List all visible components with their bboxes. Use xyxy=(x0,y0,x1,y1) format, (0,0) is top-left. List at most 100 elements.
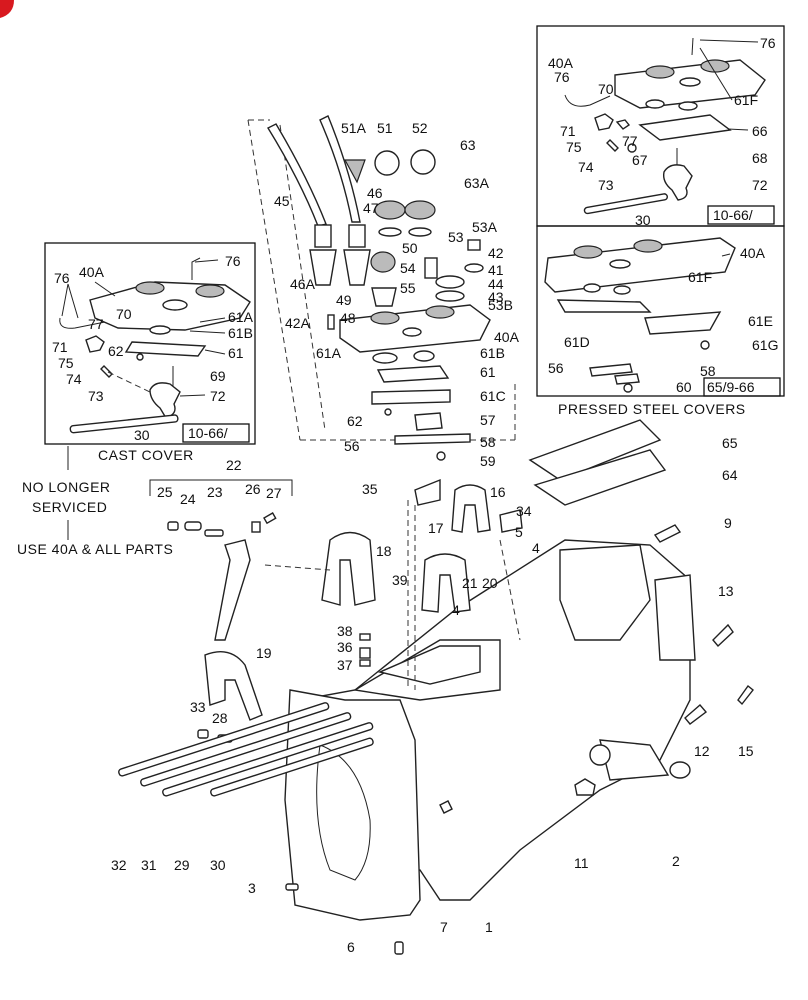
part-label-63: 63 xyxy=(460,137,476,153)
part-label-r77: 77 xyxy=(622,133,638,149)
part-label-1: 1 xyxy=(485,919,493,935)
part-label-56: 56 xyxy=(344,438,360,454)
part-label-l73: 73 xyxy=(88,388,104,404)
transmission-housing xyxy=(118,419,754,955)
part-label-l72: 72 xyxy=(210,388,226,404)
date-box-left xyxy=(182,423,250,443)
corner-badge xyxy=(0,0,14,18)
part-label-r75: 75 xyxy=(566,139,582,155)
part-label-l71: 71 xyxy=(52,339,68,355)
part-label-50: 50 xyxy=(402,240,418,256)
part-label-30: 30 xyxy=(210,857,226,873)
part-label-p61g: 61G xyxy=(752,337,778,353)
part-label-5: 5 xyxy=(515,524,523,540)
part-label-3: 3 xyxy=(248,880,256,896)
part-label-65: 65 xyxy=(722,435,738,451)
part-label-r61f: 61F xyxy=(734,92,758,108)
part-label-9: 9 xyxy=(724,515,732,531)
part-label-l75: 75 xyxy=(58,355,74,371)
part-label-r40a: 40A xyxy=(548,55,574,71)
part-label-51a: 51A xyxy=(341,120,367,136)
part-label-27: 27 xyxy=(266,485,282,501)
part-label-51: 51 xyxy=(377,120,393,136)
part-label-37: 37 xyxy=(337,657,353,673)
part-label-p61d: 61D xyxy=(564,334,590,350)
part-label-r72: 72 xyxy=(752,177,768,193)
pressed-steel-inset-bottom xyxy=(536,225,785,397)
part-label-16: 16 xyxy=(490,484,506,500)
part-label-62: 62 xyxy=(347,413,363,429)
part-label-54: 54 xyxy=(400,260,416,276)
part-label-53: 53 xyxy=(448,229,464,245)
part-label-42: 42 xyxy=(488,245,504,261)
part-label-4a: 4 xyxy=(452,602,460,618)
part-label-28: 28 xyxy=(212,710,228,726)
part-label-p61e: 61E xyxy=(748,313,773,329)
part-label-l76b: 76 xyxy=(225,253,241,269)
cast-cover-inset xyxy=(44,242,256,445)
part-label-r67: 67 xyxy=(632,152,648,168)
part-label-26: 26 xyxy=(245,481,261,497)
part-label-38: 38 xyxy=(337,623,353,639)
part-label-11: 11 xyxy=(574,855,589,871)
part-label-r68: 68 xyxy=(752,150,768,166)
caption-pressed-steel-covers: PRESSED STEEL COVERS xyxy=(558,401,746,417)
part-label-7: 7 xyxy=(440,919,448,935)
part-label-48: 48 xyxy=(340,310,356,326)
part-label-r73: 73 xyxy=(598,177,614,193)
part-label-l40a: 40A xyxy=(79,264,105,280)
part-label-17: 17 xyxy=(428,520,444,536)
part-label-r70: 70 xyxy=(598,81,614,97)
part-label-33: 33 xyxy=(190,699,206,715)
part-label-6: 6 xyxy=(347,939,355,955)
part-label-18: 18 xyxy=(376,543,392,559)
part-label-l74: 74 xyxy=(66,371,82,387)
part-label-46a: 46A xyxy=(290,276,316,292)
part-label-25: 25 xyxy=(157,484,173,500)
part-label-12: 12 xyxy=(694,743,710,759)
part-label-p60: 60 xyxy=(676,379,692,395)
part-label-61: 61 xyxy=(480,364,496,380)
part-label-4b: 4 xyxy=(532,540,540,556)
part-label-22: 22 xyxy=(226,457,242,473)
part-label-19: 19 xyxy=(256,645,272,661)
part-label-p56: 56 xyxy=(548,360,564,376)
part-label-p58: 58 xyxy=(700,363,716,379)
part-label-53a: 53A xyxy=(472,219,498,235)
part-label-32: 32 xyxy=(111,857,127,873)
part-label-59: 59 xyxy=(480,453,496,469)
part-label-44: 44 xyxy=(488,276,504,292)
part-label-l77: 77 xyxy=(88,316,104,332)
pressed-steel-inset-top xyxy=(536,25,785,227)
part-label-2: 2 xyxy=(672,853,680,869)
part-label-41: 41 xyxy=(488,262,504,278)
part-label-p61f: 61F xyxy=(688,269,712,285)
part-label-45: 45 xyxy=(274,193,290,209)
part-label-35: 35 xyxy=(362,481,378,497)
part-label-47: 47 xyxy=(363,200,379,216)
date-right-top: 10-66/ xyxy=(713,207,753,223)
part-label-l61: 61 xyxy=(228,345,244,361)
caption-no-longer: NO LONGER xyxy=(22,479,111,495)
part-label-39: 39 xyxy=(392,572,408,588)
part-label-46: 46 xyxy=(367,185,383,201)
part-label-r71: 71 xyxy=(560,123,576,139)
date-box-right-bottom xyxy=(703,377,781,397)
shift-lever-assembly xyxy=(247,115,516,461)
part-label-l70: 70 xyxy=(116,306,132,322)
part-label-43: 43 xyxy=(488,289,504,305)
part-label-l69: 69 xyxy=(210,368,226,384)
part-label-31: 31 xyxy=(141,857,157,873)
part-label-l61a: 61A xyxy=(228,309,254,325)
date-left: 10-66/ xyxy=(188,425,228,441)
part-label-40a: 40A xyxy=(494,329,520,345)
part-label-55: 55 xyxy=(400,280,416,296)
part-label-l61b: 61B xyxy=(228,325,253,341)
part-label-20: 20 xyxy=(482,575,498,591)
part-label-p40a: 40A xyxy=(740,245,766,261)
date-right-bottom: 65/9-66 xyxy=(707,379,755,395)
part-label-36: 36 xyxy=(337,639,353,655)
part-label-21: 21 xyxy=(462,575,478,591)
